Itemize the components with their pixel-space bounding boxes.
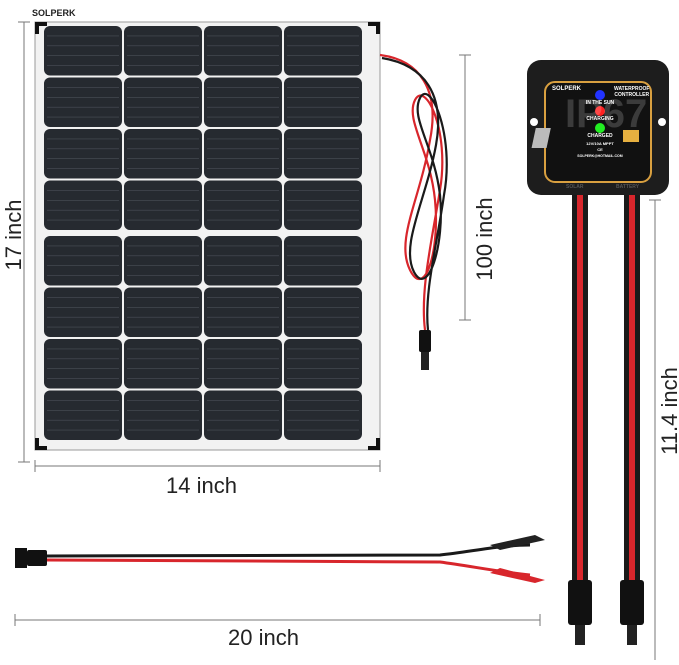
- controller-logo: SOLPERK: [552, 86, 582, 92]
- panel-cable: [379, 53, 448, 370]
- solar-cell: [204, 390, 282, 440]
- charge-controller: [527, 60, 669, 645]
- solar-cell: [124, 26, 202, 76]
- solar-cell: [124, 180, 202, 230]
- solar-cell: [284, 180, 362, 230]
- panel-cable-length-label: 100 inch: [472, 197, 497, 281]
- controller-title-line2: CONTROLLER: [614, 92, 650, 98]
- solar-cell: [204, 26, 282, 76]
- solar-cell: [204, 339, 282, 389]
- solar-cell: [44, 236, 122, 286]
- solar-cell: [124, 390, 202, 440]
- solar-cell: [204, 236, 282, 286]
- controller-title: WATERPROOF CONTROLLER: [614, 86, 649, 98]
- solar-cell: [124, 129, 202, 179]
- controller-email: SOLPERK@HOTMAIL.COM: [577, 154, 623, 158]
- solar-cell: [284, 287, 362, 337]
- solar-cell: [124, 339, 202, 389]
- controller-cert: CE: [597, 147, 603, 152]
- solar-cell: [124, 287, 202, 337]
- led-label-sun: IN THE SUN: [585, 100, 615, 106]
- clip-cable: [15, 535, 545, 583]
- port-battery-label: BATTERY: [616, 184, 640, 190]
- solar-cell: [44, 129, 122, 179]
- solar-cell: [44, 287, 122, 337]
- solar-cell: [284, 26, 362, 76]
- solar-panel: [34, 21, 381, 451]
- led-label-charged: CHARGED: [587, 133, 613, 139]
- solar-cell: [44, 180, 122, 230]
- panel-height-label: 17 inch: [1, 199, 26, 271]
- controller-title-line1: WATERPROOF: [614, 86, 650, 92]
- panel-logo: SOLPERK: [32, 8, 76, 18]
- solar-cell: [284, 339, 362, 389]
- solar-cell: [284, 236, 362, 286]
- solar-cell: [204, 180, 282, 230]
- solar-cell: [284, 77, 362, 127]
- controller-spec: 12V/10A MPPT: [586, 141, 614, 146]
- port-solar-label: SOLAR: [566, 184, 584, 190]
- solar-cell: [44, 26, 122, 76]
- controller-cable-length-label: 11.4 inch: [657, 367, 679, 455]
- dimension-lines: [14, 21, 661, 660]
- ip-rating: IP67: [565, 92, 648, 136]
- solar-cell: [204, 287, 282, 337]
- panel-width-label: 14 inch: [166, 473, 237, 498]
- solar-cell: [44, 77, 122, 127]
- solar-cell: [124, 77, 202, 127]
- solar-cell: [44, 390, 122, 440]
- solar-cell: [204, 129, 282, 179]
- solar-cell: [284, 390, 362, 440]
- led-label-charging: CHARGING: [586, 116, 614, 122]
- clip-cable-length-label: 20 inch: [228, 625, 299, 650]
- solar-cell: [204, 77, 282, 127]
- solar-cell: [44, 339, 122, 389]
- solar-cell: [284, 129, 362, 179]
- solar-cell: [124, 236, 202, 286]
